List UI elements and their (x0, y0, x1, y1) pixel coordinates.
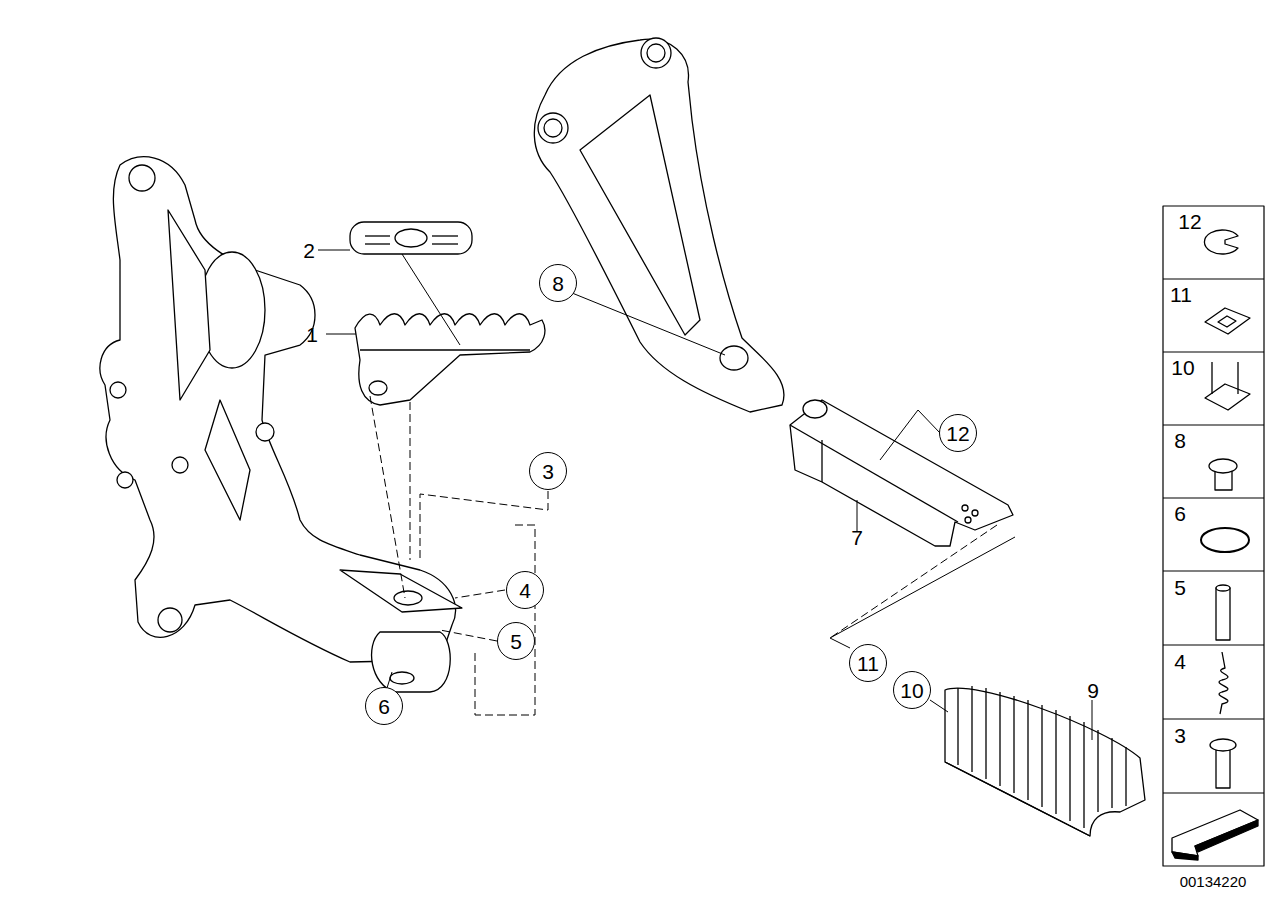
callout-circle: 5 (497, 622, 535, 660)
callout-circle: 4 (506, 571, 544, 609)
part-number: 11 (1170, 284, 1192, 305)
part-number: 7 (851, 527, 863, 548)
part-number: 9 (1087, 680, 1099, 701)
callout-number: 8 (552, 273, 564, 294)
part-number: 5 (1174, 577, 1186, 598)
part-number: 2 (303, 240, 315, 261)
callout-number: 11 (857, 653, 879, 674)
callout-circle: 8 (539, 264, 577, 302)
callout-number: 12 (946, 423, 969, 444)
callout-number: 3 (542, 461, 554, 482)
part-number: 12 (1178, 211, 1201, 232)
callout-circle: 3 (529, 452, 567, 490)
part-number: 4 (1174, 651, 1186, 672)
part-number: 3 (1174, 725, 1186, 746)
part-number: 1 (306, 324, 318, 345)
callout-circle: 11 (849, 644, 887, 682)
callout-circle: 6 (365, 687, 403, 725)
callout-circle: 10 (893, 671, 931, 709)
callout-number: 5 (510, 631, 522, 652)
part-number: 6 (1174, 503, 1186, 524)
drawing-code: 00134220 (1180, 874, 1247, 889)
callout-number: 6 (378, 696, 390, 717)
part-number: 8 (1174, 430, 1186, 451)
callout-number: 10 (900, 680, 923, 701)
callout-number: 4 (519, 580, 531, 601)
callout-circle: 12 (939, 414, 977, 452)
part-number: 10 (1171, 357, 1194, 378)
